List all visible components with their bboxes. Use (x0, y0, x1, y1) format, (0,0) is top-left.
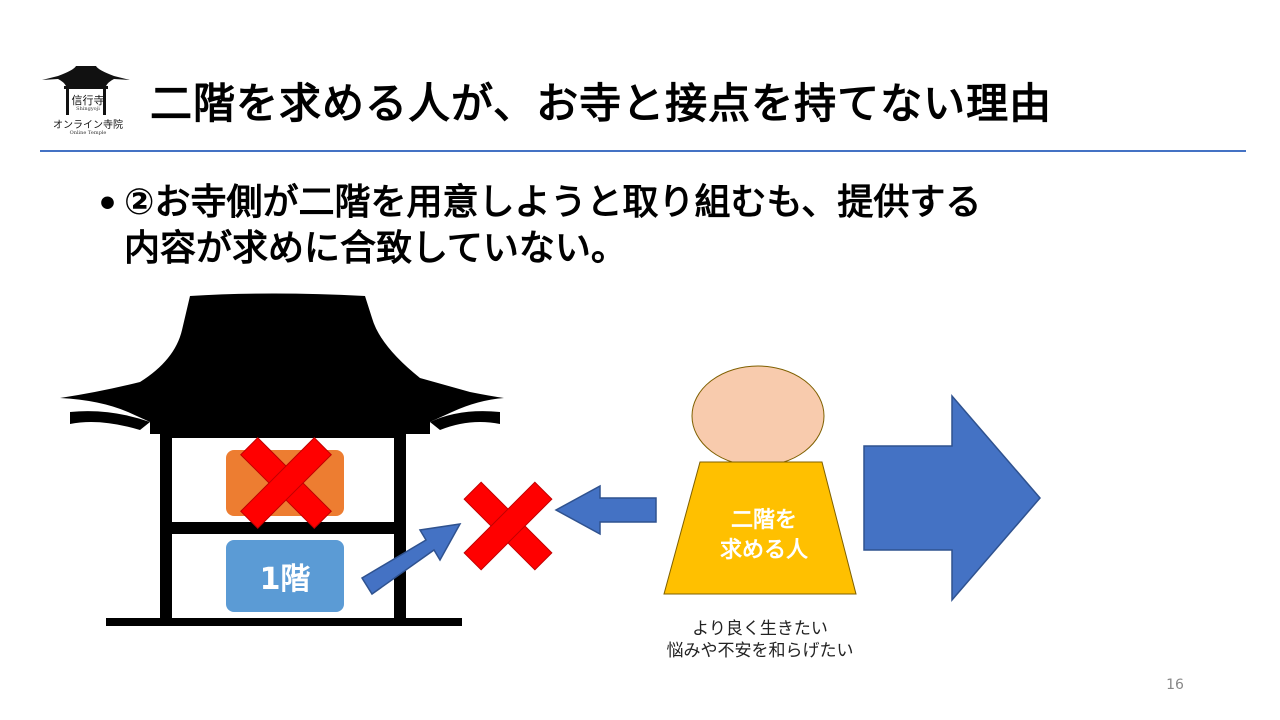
floor-1-box (226, 540, 344, 612)
page-number: 16 (1166, 677, 1184, 693)
page-title: 二階を求める人が、お寺と接点を持てない理由 (150, 79, 1053, 128)
cross-floor2-icon (240, 437, 332, 529)
temple-icon (60, 293, 504, 626)
caption-line-2: 悩みや不安を和らげたい (666, 641, 854, 661)
bullet-marker: • (96, 184, 120, 225)
cross-center-icon (463, 481, 553, 571)
person-icon (663, 365, 857, 595)
logo-romaji: Shingyoji (76, 106, 100, 112)
temple-logo-icon (42, 66, 130, 115)
logo-name: 信行寺 (71, 94, 105, 107)
title-divider (40, 150, 1246, 152)
arrow-to-center-icon (554, 484, 657, 536)
person-label: 二階を 求める人 (676, 506, 852, 566)
big-right-arrow-icon (863, 393, 1041, 603)
person-label-line-2: 求める人 (719, 538, 808, 563)
bullet-text: ②お寺側が二階を用意しようと取り組むも、提供する 内容が求めに合致していない。 (124, 180, 1204, 272)
logo-subtitle: オンライン寺院 (53, 120, 123, 131)
bullet-line-1: ②お寺側が二階を用意しようと取り組むも、提供する (124, 182, 982, 223)
caption-line-1: より良く生きたい (692, 619, 828, 639)
person-caption: より良く生きたい 悩みや不安を和らげたい (600, 618, 920, 662)
person-label-line-1: 二階を (730, 508, 797, 533)
arrow-from-floor1-icon (360, 523, 462, 596)
floor-1-label: 1階 (259, 562, 311, 597)
bullet-line-2: 内容が求めに合致していない。 (124, 228, 627, 269)
logo-english: Online Temple (69, 130, 107, 136)
